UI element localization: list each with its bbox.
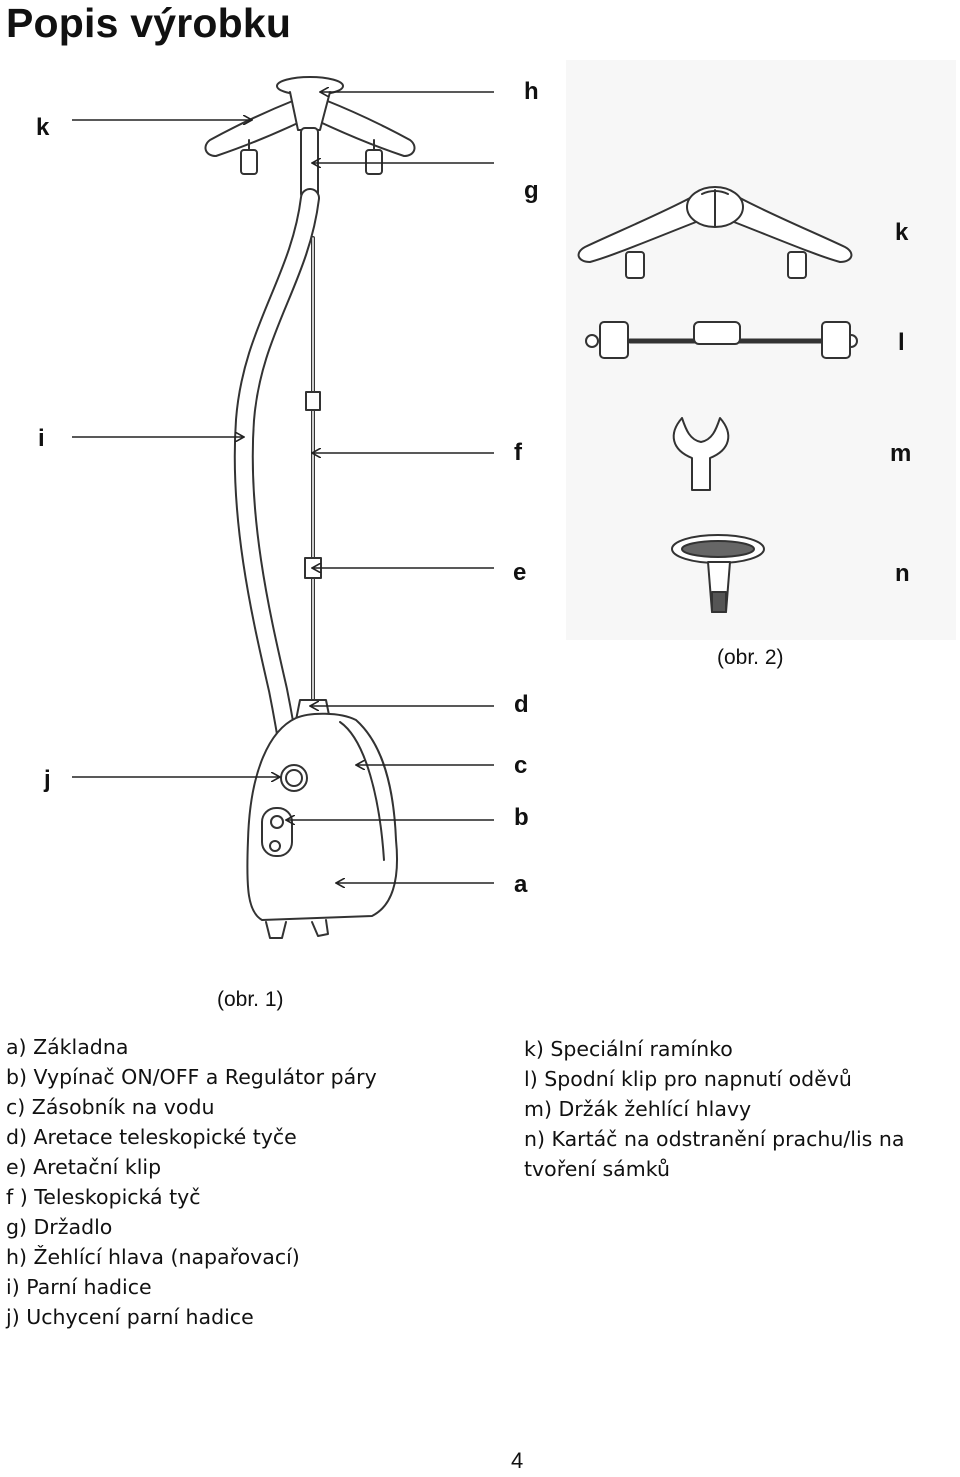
legend-item: f ) Teleskopická tyč: [6, 1185, 201, 1209]
legend-left: a) Základna b) Vypínač ON/OFF a Reguláto…: [6, 1032, 377, 1332]
legend-item: i) Parní hadice: [6, 1275, 152, 1299]
figure1-caption: (obr. 1): [217, 988, 284, 1011]
callout-f: f: [514, 439, 523, 466]
callout-leaders-fig1: [72, 92, 494, 883]
page-title: Popis výrobku: [6, 0, 292, 46]
legend-item: d) Aretace teleskopické tyče: [6, 1125, 297, 1149]
callout-k: k: [36, 114, 50, 141]
legend-right: k) Speciální ramínko l) Spodní klip pro …: [524, 1034, 904, 1184]
legend-item: b) Vypínač ON/OFF a Regulátor páry: [6, 1065, 377, 1089]
callout-k-accessory: k: [895, 219, 909, 246]
legend-item: a) Základna: [6, 1035, 129, 1059]
callout-h: h: [524, 78, 539, 105]
callout-j: j: [43, 766, 51, 793]
legend-item: g) Držadlo: [6, 1215, 113, 1239]
callout-d: d: [514, 691, 529, 718]
steamer-drawing: [204, 76, 416, 939]
accessories-drawing: [577, 186, 858, 613]
page-number: 4: [511, 1448, 524, 1473]
callout-e: e: [513, 559, 526, 586]
callout-l-accessory: l: [898, 329, 905, 356]
legend-item: j) Uchycení parní hadice: [6, 1305, 254, 1329]
callout-i: i: [38, 425, 45, 452]
product-illustration: h g f e d c b a k i j k l m n: [36, 76, 912, 939]
callout-b: b: [514, 804, 529, 831]
callout-c: c: [514, 752, 527, 779]
callout-g: g: [524, 177, 539, 204]
callout-n-accessory: n: [895, 560, 910, 587]
legend-item: k) Speciální ramínko: [524, 1037, 733, 1061]
legend-item: l) Spodní klip pro napnutí oděvů: [524, 1067, 852, 1091]
callout-a: a: [514, 871, 528, 898]
figure2-caption: (obr. 2): [717, 646, 784, 669]
legend-item: h) Žehlící hlava (napařovací): [6, 1245, 300, 1269]
callout-m-accessory: m: [890, 440, 911, 467]
legend-item: c) Zásobník na vodu: [6, 1095, 215, 1119]
legend-item: n) Kartáč na odstranění prachu/lis na: [524, 1127, 905, 1151]
legend-item: e) Aretační klip: [6, 1155, 162, 1179]
legend-item: m) Držák žehlící hlavy: [524, 1097, 752, 1121]
legend-item: tvoření sámků: [524, 1157, 670, 1181]
